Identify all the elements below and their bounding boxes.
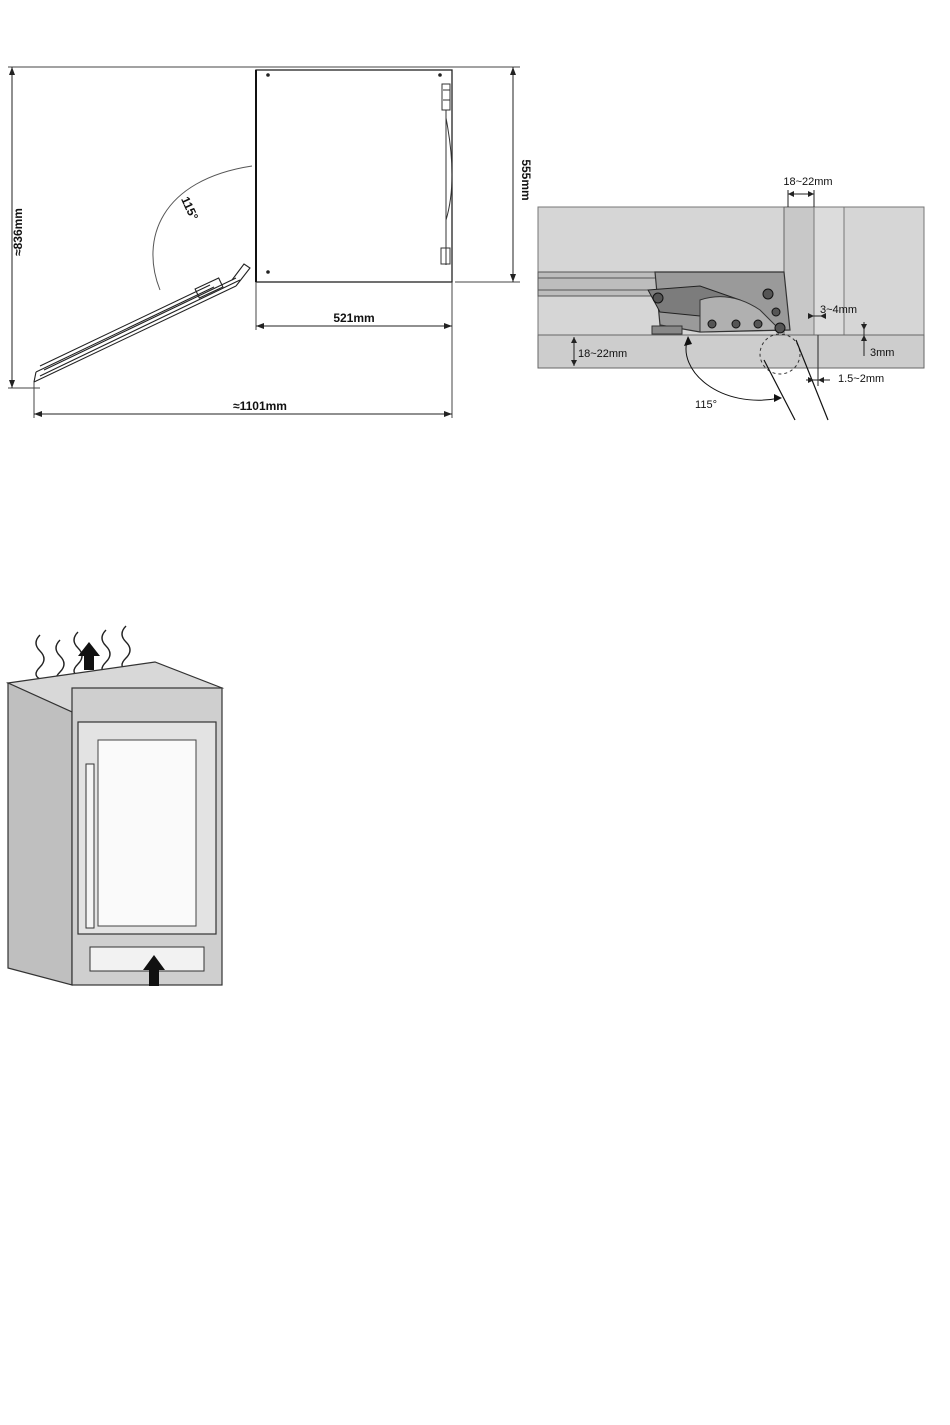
label-depth-with-door: ≈836mm: [11, 208, 25, 256]
label-gap-top: 18~22mm: [783, 176, 832, 188]
open-door-panel: [34, 264, 250, 382]
door-swing-arc: [153, 166, 252, 290]
label-clearance-vertical: 3mm: [870, 347, 894, 359]
label-total-width: ≈1101mm: [233, 399, 287, 413]
open-door-line-a: [764, 360, 795, 420]
hinge-mechanism: [648, 272, 790, 334]
appliance-side: [8, 683, 72, 985]
label-clearance-horizontal: 1.5~2mm: [838, 373, 884, 385]
top-view-diagram: ≈836mm 555mm 115°: [8, 67, 533, 418]
label-hinge-angle: 115°: [695, 399, 717, 411]
dimension-line-cabinet-depth: [510, 67, 516, 282]
hinge-detail-diagram: 115° 18~22mm 3~4mm 18~22mm 3mm 1.5~2mm: [538, 176, 924, 420]
cabinet-body: [256, 70, 452, 282]
door-handle: [86, 764, 94, 928]
ventilation-illustration: [8, 626, 222, 986]
label-gap-side: 3~4mm: [820, 304, 857, 316]
label-cabinet-width: 521mm: [333, 311, 374, 325]
label-door-angle-top: 115°: [178, 194, 201, 222]
door-glass: [98, 740, 196, 926]
label-panel-thickness: 18~22mm: [578, 348, 627, 360]
label-cabinet-depth: 555mm: [519, 159, 533, 200]
airflow-up-arrow-icon: [78, 642, 100, 670]
